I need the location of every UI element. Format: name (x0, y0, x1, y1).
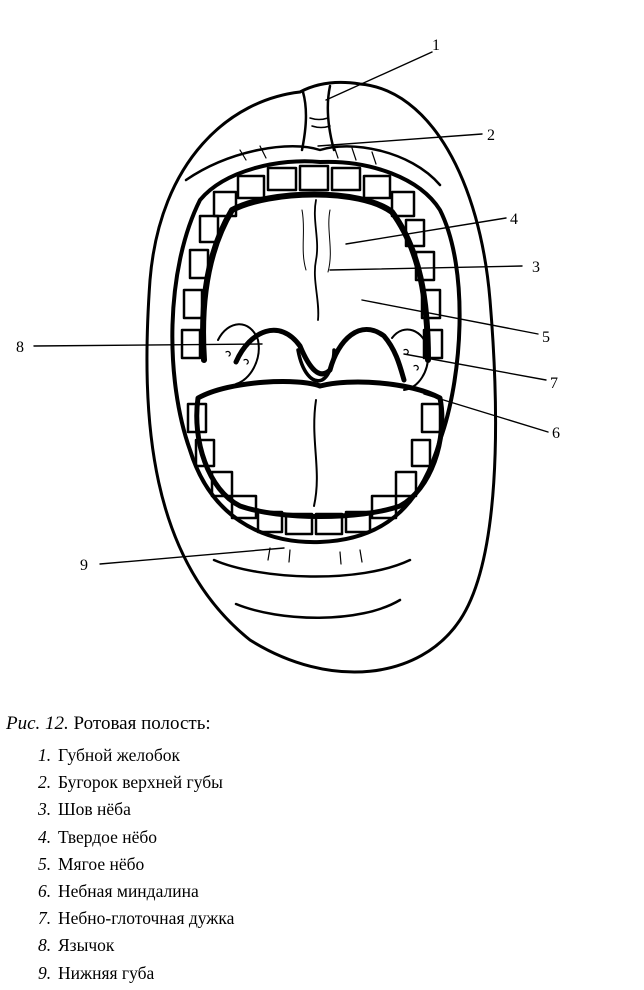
callout-4: 4 (510, 211, 518, 228)
legend-item: 8. Язычок (38, 932, 234, 959)
callout-5: 5 (542, 329, 550, 346)
legend-number: 7. (38, 908, 52, 929)
legend-item: 5. Мягое нёбо (38, 851, 234, 878)
legend-text: Небно-глоточная дужка (58, 908, 235, 929)
soft-palate (233, 327, 407, 383)
palatine-tonsils (217, 323, 430, 391)
legend-item: 6. Небная миндалина (38, 878, 234, 905)
figure-caption: Рис. 12. Ротовая полость: (6, 712, 211, 736)
callout-1: 1 (432, 37, 440, 54)
legend-item: 2. Бугорок верхней губы (38, 769, 234, 796)
legend-number: 3. (38, 799, 52, 820)
legend-text: Язычок (58, 935, 115, 956)
lower-lip (212, 558, 412, 619)
philtrum (300, 84, 336, 152)
callout-2: 2 (487, 127, 495, 144)
legend-item: 7. Небно-глоточная дужка (38, 905, 234, 932)
outer-lip-outline (145, 80, 498, 674)
leader-lines (33, 51, 549, 565)
legend-number: 8. (38, 935, 52, 956)
legend-item: 1. Губной желобок (38, 742, 234, 769)
legend-text: Твердое нёбо (58, 826, 158, 847)
callout-3: 3 (532, 259, 540, 276)
legend-text: Бугорок верхней губы (58, 772, 223, 793)
legend-list: 1.Губной желобок 2.Бугорок верхней губы … (38, 742, 234, 987)
legend-text: Нижняя губа (58, 962, 155, 983)
legend-item: 3. Шов нёба (38, 796, 234, 823)
legend-number: 5. (38, 853, 52, 874)
oral-cavity-diagram: 1 2 4 3 5 7 6 8 9 (16, 37, 560, 674)
uvula (296, 348, 336, 383)
legend-item: 4. Твердое нёбо (38, 824, 234, 851)
legend-number: 2. (38, 772, 52, 793)
legend-number: 1. (38, 745, 52, 765)
callout-6: 6 (552, 425, 560, 442)
upper-lip (184, 145, 442, 187)
hard-palate (200, 191, 431, 363)
legend-text: Губной желобок (58, 745, 180, 765)
callout-9: 9 (80, 557, 88, 574)
figure-title: Ротовая полость: (73, 713, 211, 734)
callout-8: 8 (16, 339, 24, 356)
callout-7: 7 (550, 375, 558, 392)
lower-teeth (186, 402, 442, 536)
callout-labels: 1 2 4 3 5 7 6 8 9 (16, 37, 560, 574)
figure-number: Рис. 12. (6, 713, 69, 734)
legend-number: 6. (38, 881, 52, 902)
legend-number: 4. (38, 826, 52, 847)
palatine-raphe (313, 199, 320, 321)
legend-text: Шов нёба (58, 799, 131, 820)
legend-number: 9. (38, 962, 52, 983)
legend-text: Мягое нёбо (58, 853, 145, 874)
legend-text: Небная миндалина (58, 881, 199, 902)
legend-item: 9. Нижняя губа (38, 960, 234, 987)
